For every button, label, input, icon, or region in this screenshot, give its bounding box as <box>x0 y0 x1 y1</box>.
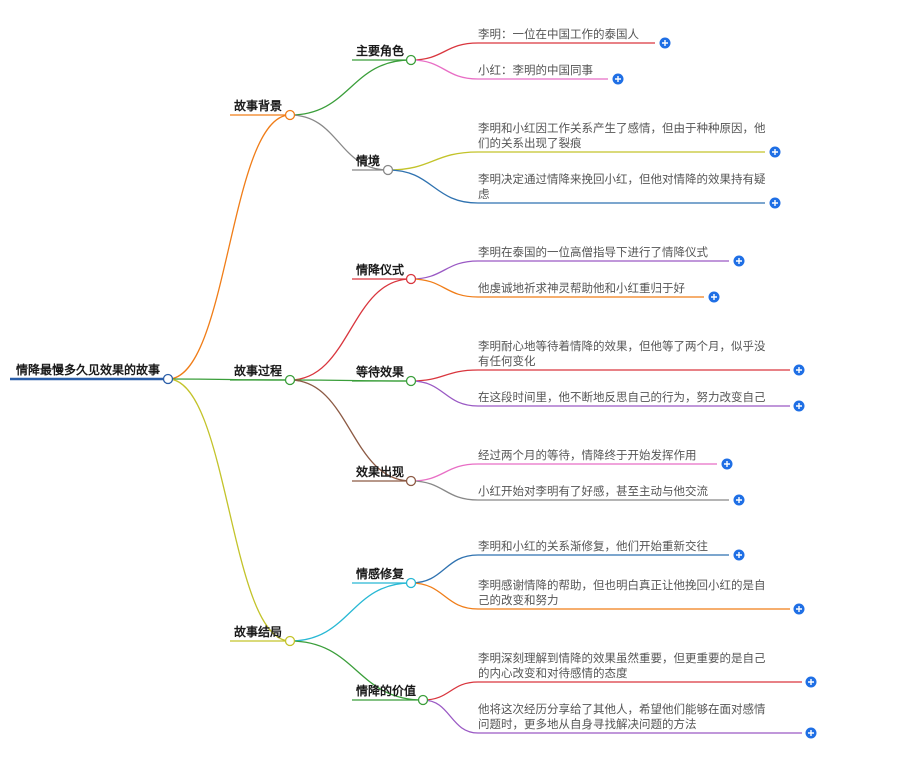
subtopic: 情降的价值 <box>356 683 416 698</box>
connector-line <box>289 59 412 116</box>
connector-line <box>410 42 479 61</box>
leaf-text: 问题时，更多地从自身寻找解决问题的方法 <box>478 717 697 731</box>
leaf-text: 李明：一位在中国工作的泰国人 <box>478 27 639 41</box>
branch-topic: 故事过程 <box>234 363 282 378</box>
leaf-text: 李明和小红的关系渐修复，他们开始重新交往 <box>478 539 708 553</box>
connector-line <box>422 681 479 701</box>
connector-line <box>289 114 389 171</box>
connector-line <box>410 278 479 298</box>
collapse-toggle[interactable] <box>405 475 417 487</box>
connector-line <box>410 369 479 382</box>
root-topic: 情降最慢多久见效果的故事 <box>16 362 160 377</box>
collapse-toggle[interactable] <box>284 109 296 121</box>
collapse-toggle[interactable] <box>405 375 417 387</box>
subtopic: 效果出现 <box>356 464 404 479</box>
leaf-text: 的内心改变和对待感情的态度 <box>478 666 628 680</box>
connector-line <box>167 114 291 380</box>
subtopic: 情感修复 <box>356 566 405 581</box>
plus-circle-icon[interactable] <box>612 73 624 85</box>
collapse-toggle[interactable] <box>284 635 296 647</box>
connector-line <box>387 151 479 171</box>
connector-line <box>410 554 479 584</box>
collapse-toggle[interactable] <box>417 694 429 706</box>
leaf-text: 李明耐心地等待着情降的效果，但他等了两个月，似乎没 <box>478 339 766 353</box>
leaf-text: 们的关系出现了裂痕 <box>478 136 582 150</box>
leaf-text: 李明和小红因工作关系产生了感情，但由于种种原因，他 <box>478 121 766 135</box>
collapse-toggle[interactable] <box>284 374 296 386</box>
subtopic: 主要角色 <box>356 43 404 58</box>
collapse-toggle[interactable] <box>405 54 417 66</box>
collapse-toggle[interactable] <box>382 164 394 176</box>
connector-line <box>410 582 479 610</box>
connector-line <box>167 378 291 642</box>
leaf-text: 李明决定通过情降来挽回小红，但他对情降的效果持有疑 <box>478 172 766 186</box>
connector-line <box>410 463 479 482</box>
plus-circle-icon[interactable] <box>793 603 805 615</box>
plus-circle-icon[interactable] <box>733 494 745 506</box>
subtopic: 等待效果 <box>355 364 404 379</box>
plus-circle-icon[interactable] <box>733 255 745 267</box>
plus-circle-icon[interactable] <box>769 146 781 158</box>
plus-circle-icon[interactable] <box>793 400 805 412</box>
plus-circle-icon[interactable] <box>659 37 671 49</box>
leaf-text: 李明感谢情降的帮助，但也明白真正让他挽回小红的是自 <box>478 578 766 592</box>
branch-topic: 故事结局 <box>234 624 282 639</box>
leaf-text: 己的改变和努力 <box>478 593 559 607</box>
connector-line <box>410 260 479 280</box>
leaf-text: 李明在泰国的一位高僧指导下进行了情降仪式 <box>478 245 708 259</box>
connector-line <box>289 582 412 642</box>
subtopic: 情降仪式 <box>356 262 404 277</box>
leaf-text: 他虔诚地祈求神灵帮助他和小红重归于好 <box>478 281 685 295</box>
leaf-text: 经过两个月的等待，情降终于开始发挥作用 <box>478 448 697 462</box>
leaf-text: 在这段时间里，他不断地反思自己的行为，努力改变自己 <box>478 390 766 404</box>
leaf-text: 李明深刻理解到情降的效果虽然重要，但更重要的是自己 <box>478 651 766 665</box>
plus-circle-icon[interactable] <box>721 458 733 470</box>
collapse-toggle[interactable] <box>405 273 417 285</box>
connector-line <box>422 699 479 734</box>
connector-line <box>410 59 479 80</box>
subtopic: 情境 <box>356 153 380 168</box>
plus-circle-icon[interactable] <box>769 197 781 209</box>
leaf-text: 他将这次经历分享给了其他人，希望他们能够在面对感情 <box>478 702 766 716</box>
leaf-text: 小红：李明的中国同事 <box>478 63 593 77</box>
connector-line <box>387 169 479 204</box>
connector-line <box>410 480 479 501</box>
plus-circle-icon[interactable] <box>793 364 805 376</box>
leaf-text: 小红开始对李明有了好感，甚至主动与他交流 <box>478 484 708 498</box>
leaf-text: 虑 <box>478 187 490 201</box>
collapse-toggle[interactable] <box>162 373 174 385</box>
connector-line <box>289 640 424 701</box>
leaf-text: 有任何变化 <box>478 354 536 368</box>
plus-circle-icon[interactable] <box>708 291 720 303</box>
connector-line <box>410 380 479 407</box>
connector-line <box>289 278 412 381</box>
plus-circle-icon[interactable] <box>805 727 817 739</box>
collapse-toggle[interactable] <box>405 577 417 589</box>
connector-line <box>289 379 412 482</box>
plus-circle-icon[interactable] <box>805 676 817 688</box>
branch-topic: 故事背景 <box>234 98 282 113</box>
plus-circle-icon[interactable] <box>733 549 745 561</box>
